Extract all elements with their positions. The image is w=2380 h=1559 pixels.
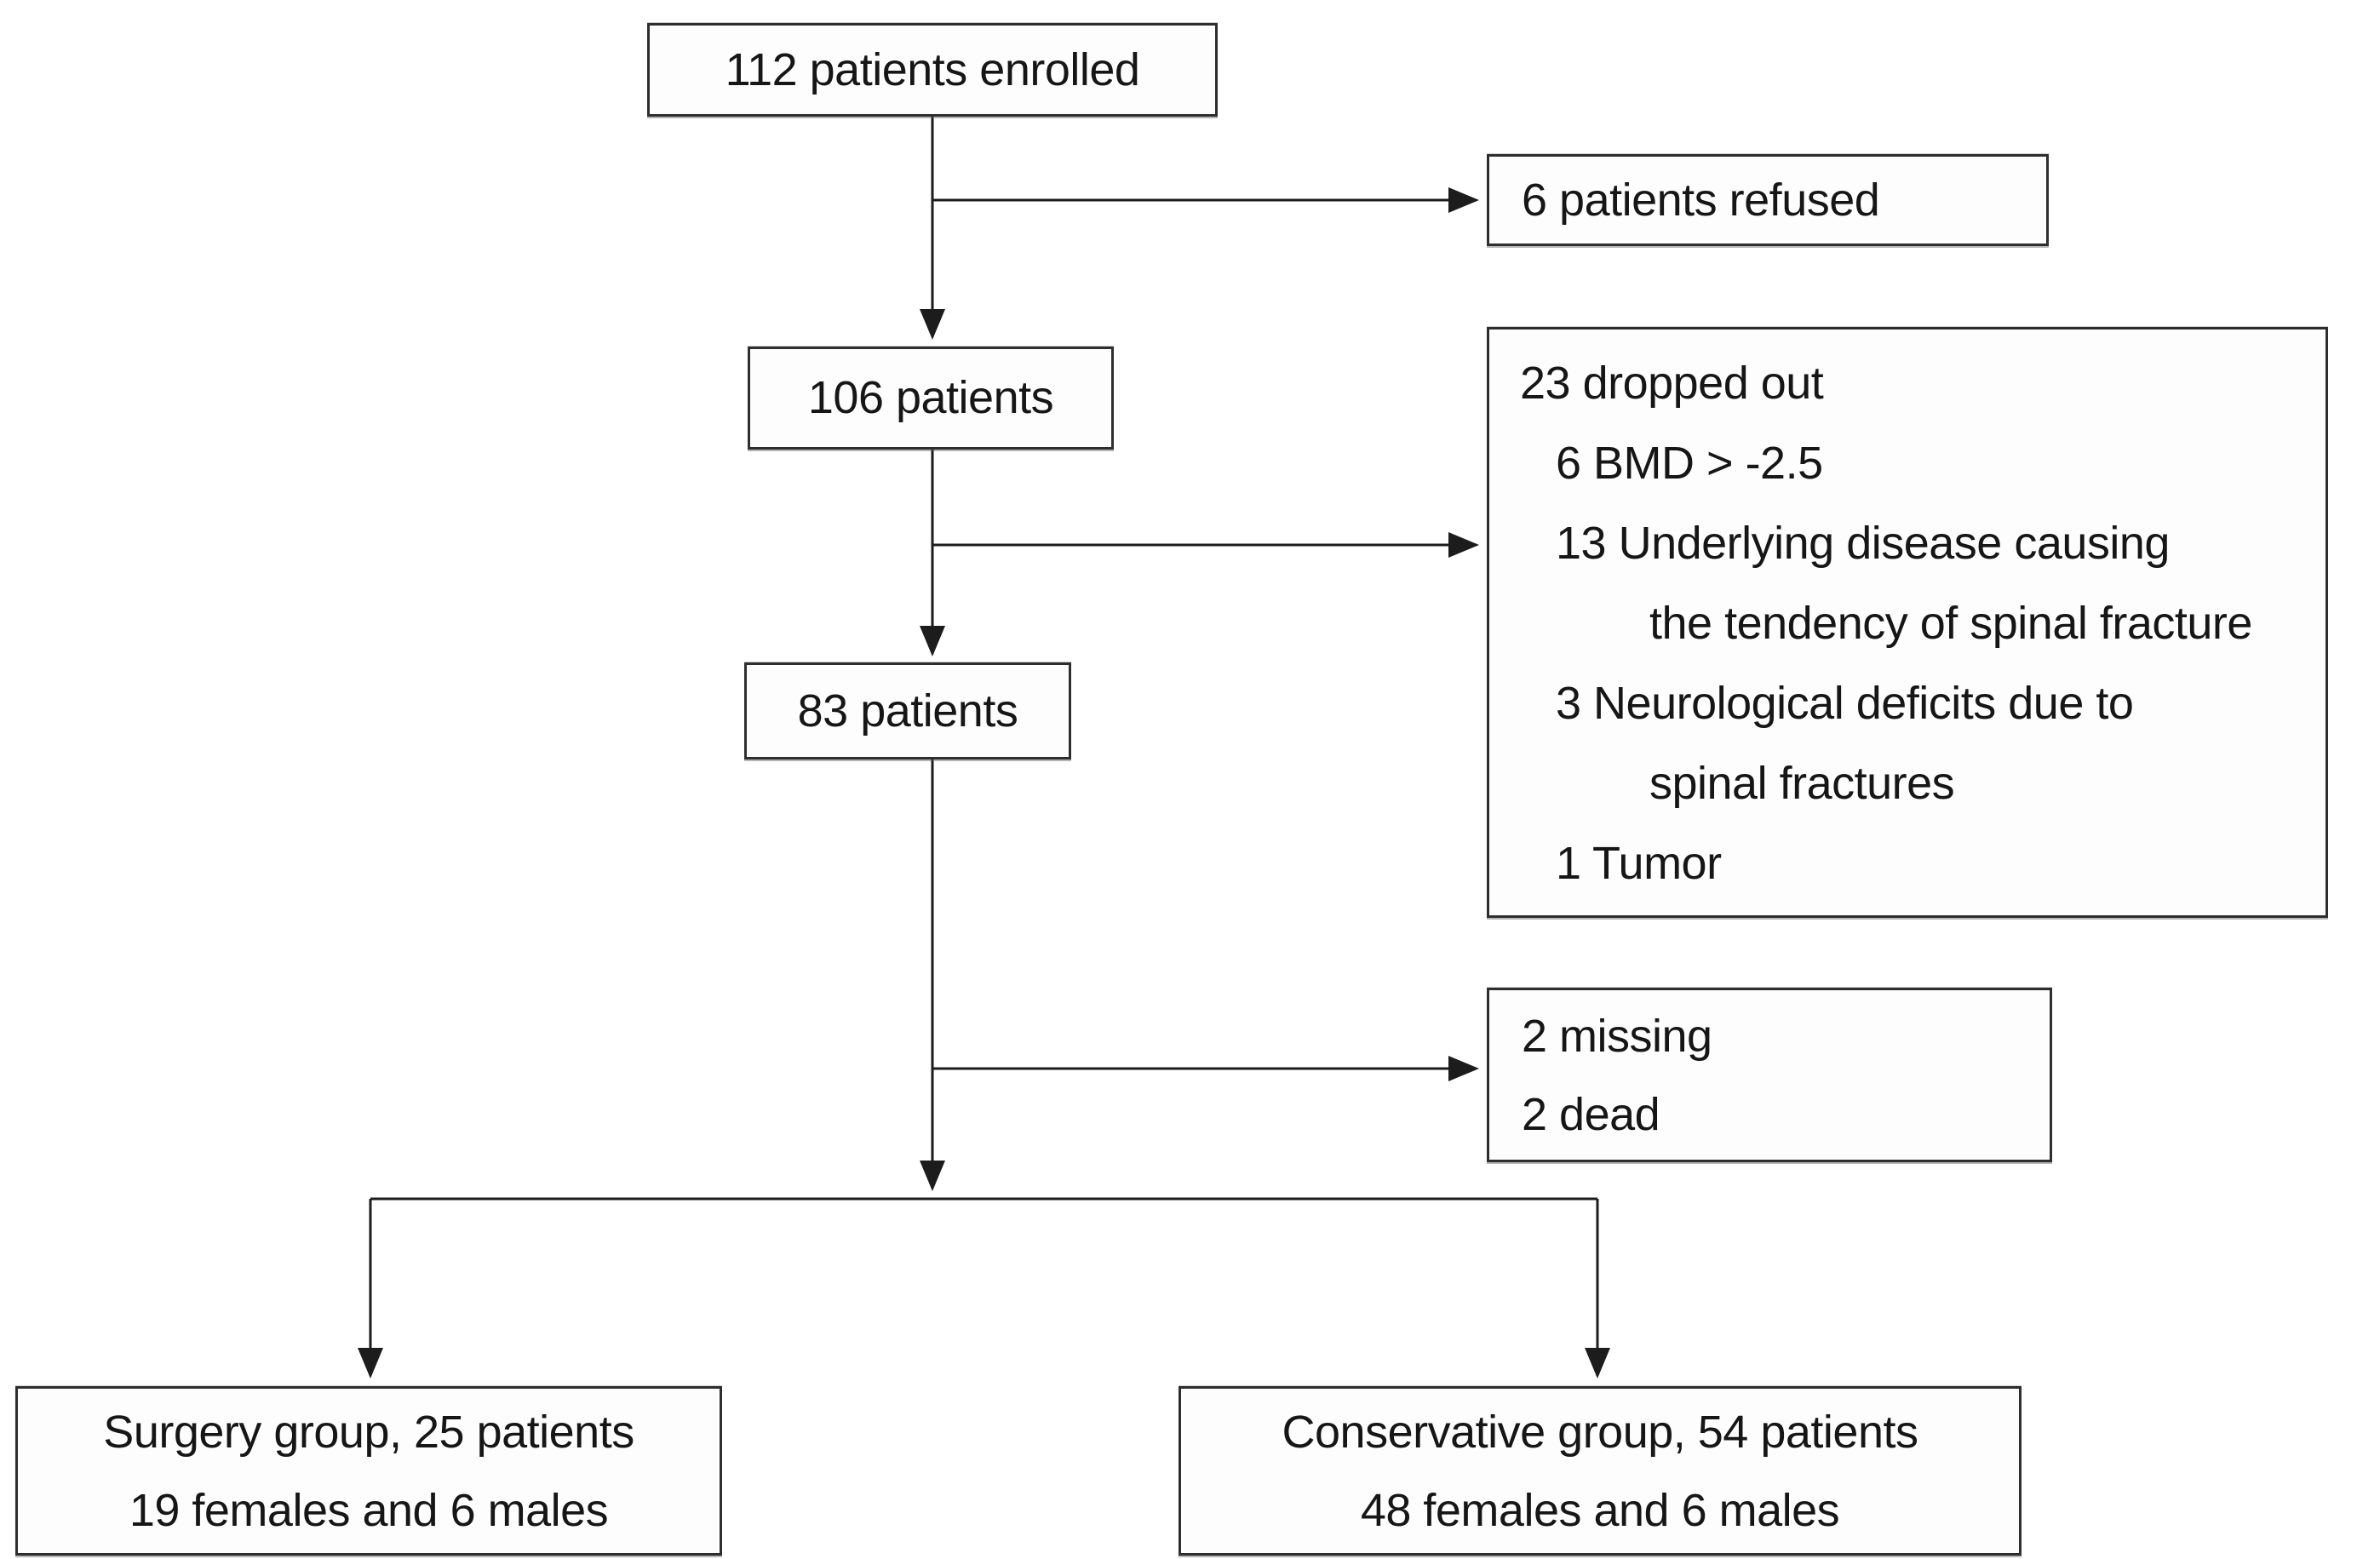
node-106-patients-label: 106 patients: [807, 372, 1054, 424]
conservative-group-title: Conservative group, 54 patients: [1282, 1406, 1918, 1458]
surgery-group-title: Surgery group, 25 patients: [103, 1406, 634, 1458]
dropped-out-item-underlying-disease: 13 Underlying disease causing: [1556, 518, 2170, 569]
node-dropped-out: 23 dropped out 6 BMD > -2.5 13 Underlyin…: [1487, 327, 2328, 918]
node-conservative-group: Conservative group, 54 patients 48 femal…: [1179, 1386, 2022, 1556]
node-83-patients-label: 83 patients: [797, 685, 1018, 737]
dropped-out-item-bmd: 6 BMD > -2.5: [1556, 438, 1823, 489]
surgery-group-sex-breakdown: 19 females and 6 males: [129, 1484, 609, 1536]
node-attrition: 2 missing 2 dead: [1487, 988, 2052, 1162]
dropped-out-item-tumor: 1 Tumor: [1556, 838, 1722, 889]
attrition-missing: 2 missing: [1522, 1010, 1712, 1062]
node-83-patients: 83 patients: [744, 662, 1071, 759]
node-106-patients: 106 patients: [748, 347, 1114, 450]
conservative-group-sex-breakdown: 48 females and 6 males: [1360, 1484, 1840, 1536]
attrition-dead: 2 dead: [1522, 1088, 1660, 1140]
dropped-out-header: 23 dropped out: [1520, 358, 1824, 409]
dropped-out-item-neurological-cont: spinal fractures: [1649, 758, 1955, 809]
node-surgery-group: Surgery group, 25 patients 19 females an…: [15, 1386, 722, 1556]
node-enrolled: 112 patients enrolled: [647, 23, 1218, 117]
node-refused: 6 patients refused: [1487, 154, 2049, 246]
dropped-out-item-underlying-disease-cont: the tendency of spinal fracture: [1649, 598, 2252, 649]
dropped-out-item-neurological: 3 Neurological deficits due to: [1556, 678, 2134, 729]
node-enrolled-label: 112 patients enrolled: [725, 43, 1140, 95]
node-refused-label: 6 patients refused: [1522, 174, 1880, 226]
